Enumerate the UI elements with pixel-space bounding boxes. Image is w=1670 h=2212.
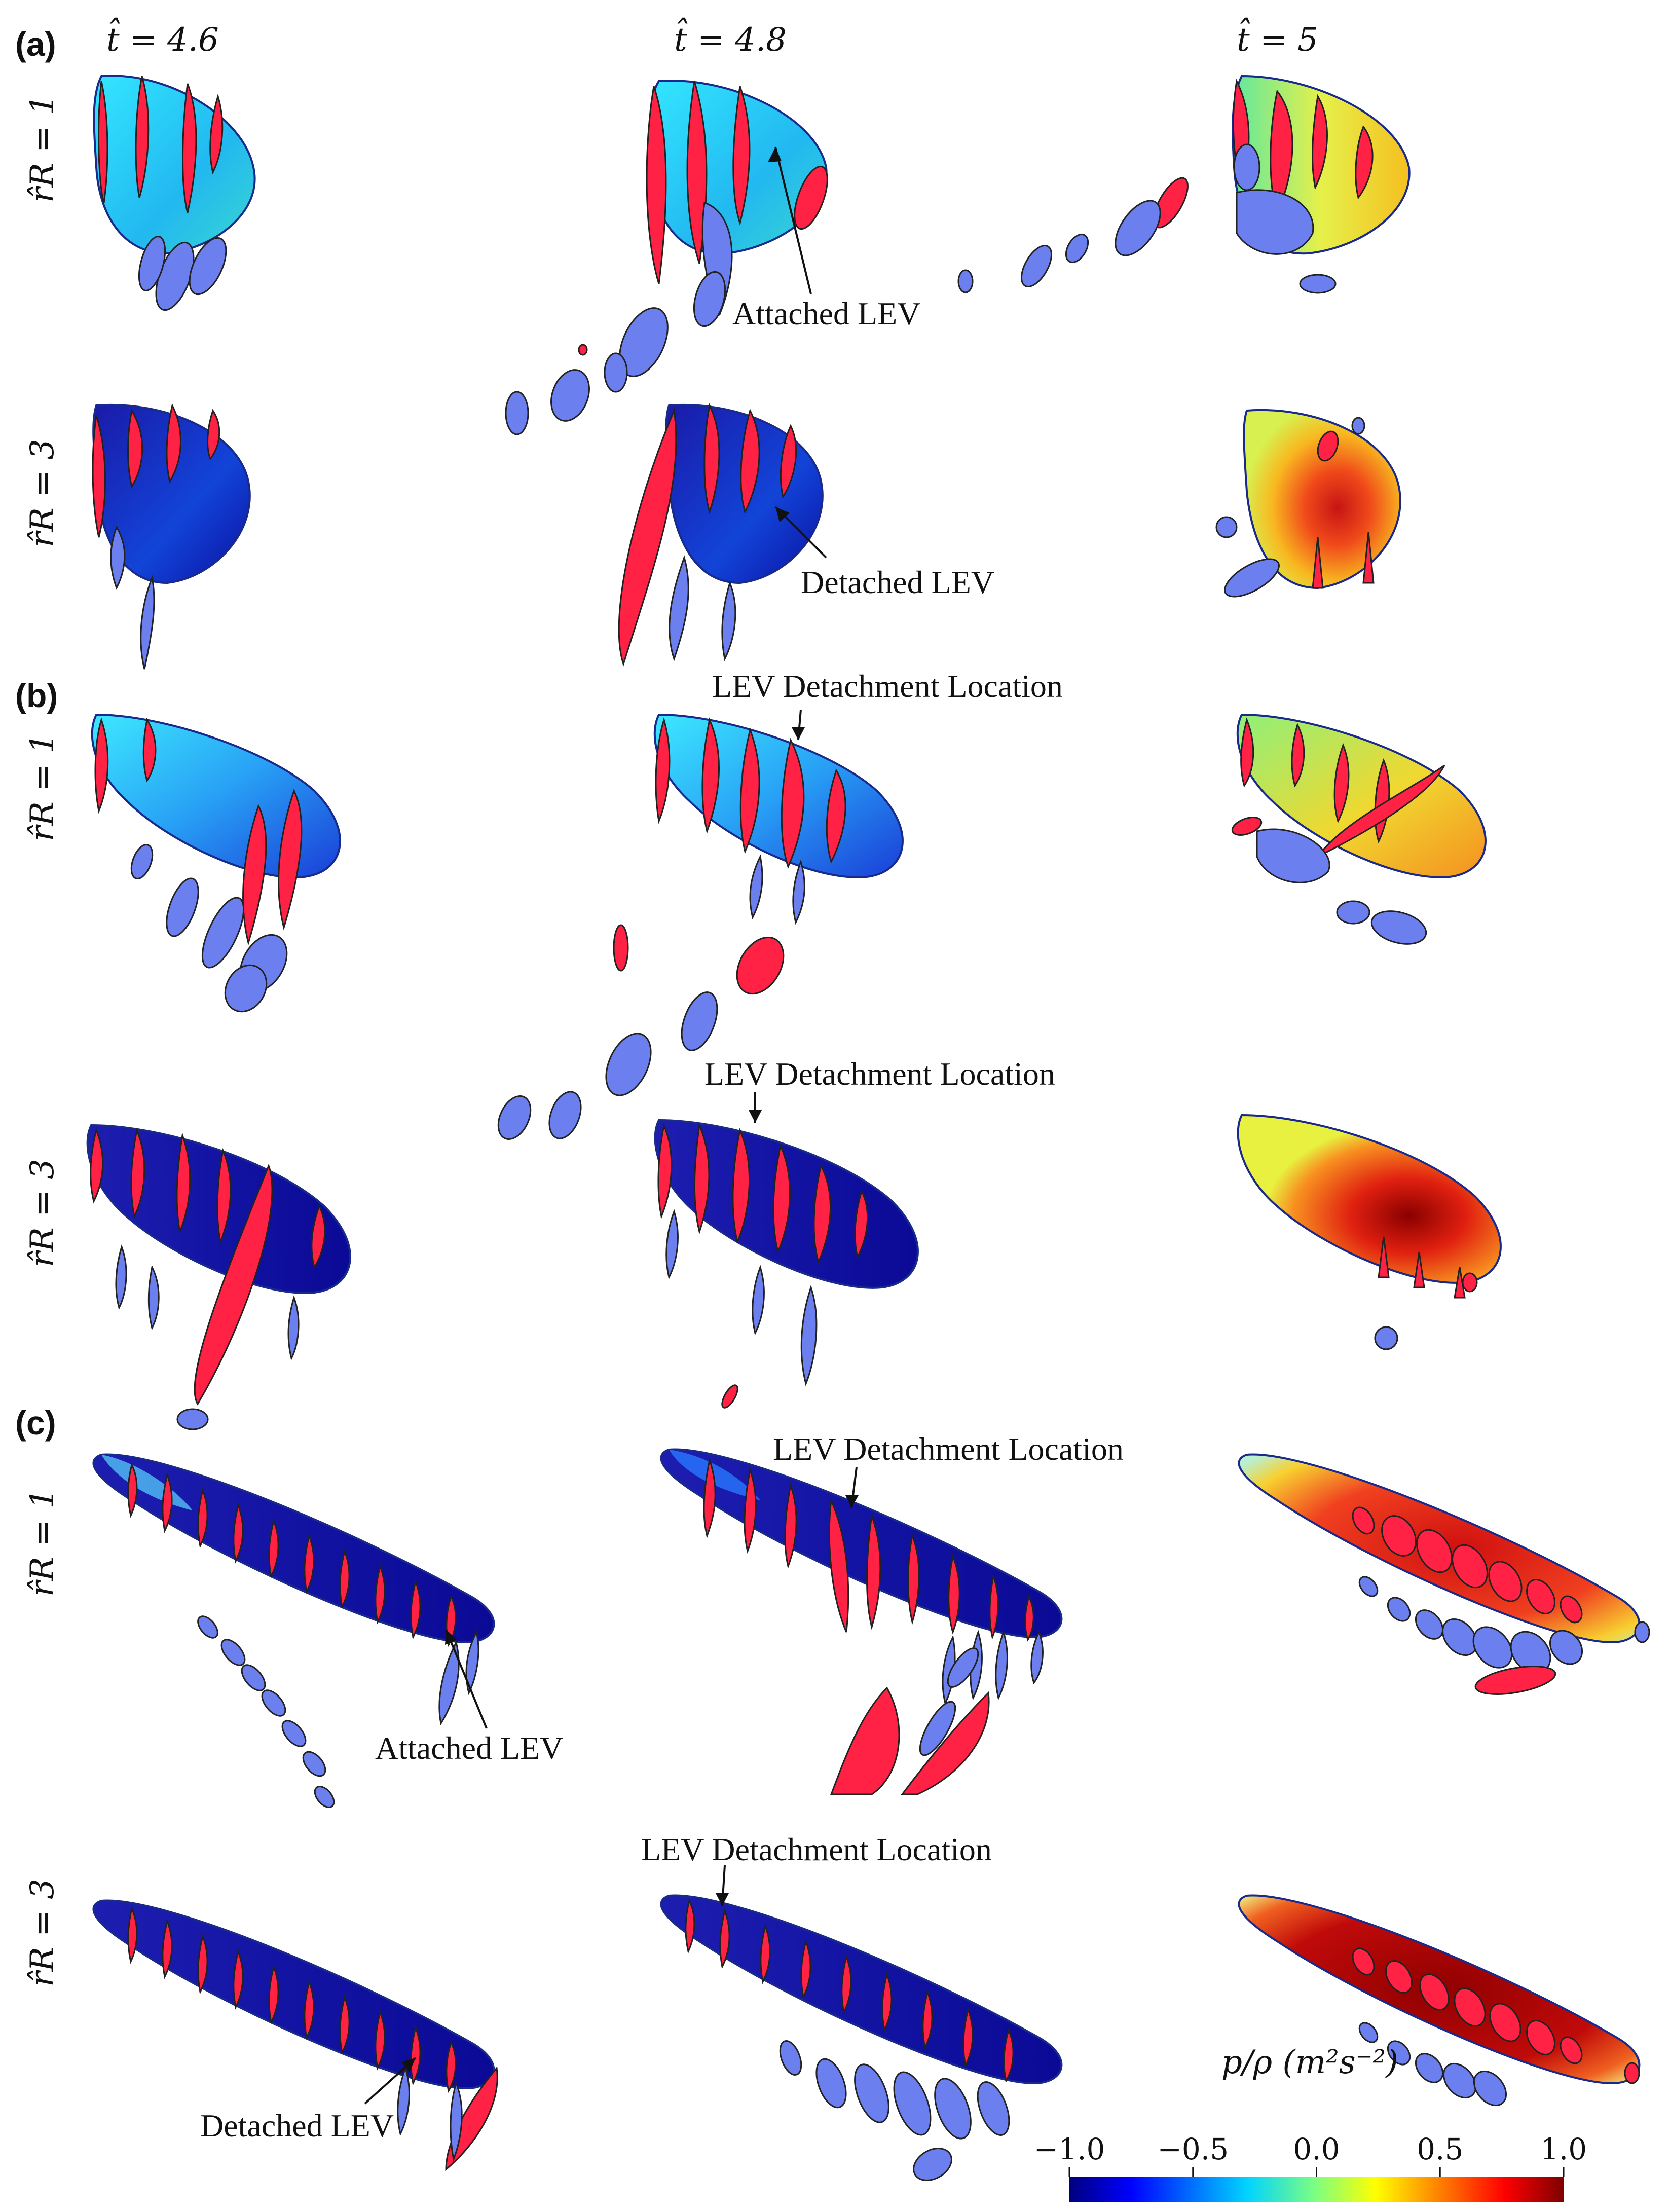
wing-b-r2-t46	[86, 1124, 351, 1430]
colorbar-ticks: −1.0 −0.5 0.0 0.5 1.0	[1034, 2132, 1587, 2177]
wing-c-r2-t46	[92, 1899, 498, 2171]
wing-c-r2-t48	[660, 1894, 1063, 2181]
annotation-lev-detach-b1: LEV Detachment Location	[712, 668, 1063, 704]
wing-c-r1-t46	[92, 1453, 495, 1808]
annotation-lev-detach-c1: LEV Detachment Location	[773, 1431, 1124, 1467]
wing-b-r1-t48	[653, 713, 904, 925]
annotation-detached-lev-a: Detached LEV	[801, 564, 994, 600]
wing-c-r1-t48	[660, 1448, 1063, 1795]
panel-label-a: (a)	[15, 25, 56, 63]
panel-label-c: (c)	[15, 1404, 56, 1442]
arrowhead-lev-detach-c2	[716, 1893, 729, 1906]
wing-a-r1-t5	[1232, 75, 1411, 294]
arrowhead-lev-detach-c1	[845, 1495, 859, 1508]
wing-a-r1-t46	[93, 75, 256, 311]
wing-c-r2-t5	[1238, 1894, 1641, 2107]
row-label-c2: r̂R = 3	[24, 1878, 61, 1987]
annotation-lev-detach-b2: LEV Detachment Location	[704, 1056, 1055, 1092]
vortex-trail-b	[497, 924, 785, 1409]
arrowhead-attached-lev-a	[768, 147, 782, 162]
column-header-t5: t̂ = 5	[1237, 18, 1318, 59]
arrowhead-lev-detach-b1	[792, 727, 805, 740]
colorbar-tick-label: 0.5	[1417, 2132, 1463, 2166]
row-label-b1: r̂R = 1	[24, 733, 61, 841]
arrow-attached-lev-a	[774, 146, 812, 294]
wing-a-r2-t48	[618, 403, 824, 667]
arrowhead-lev-detach-b2	[749, 1110, 762, 1123]
colorbar-tick-label: 1.0	[1540, 2132, 1587, 2166]
colorbar-gradient	[1069, 2177, 1564, 2202]
column-header-t48: t̂ = 4.8	[674, 18, 787, 59]
column-header-t46: t̂ = 4.6	[106, 18, 219, 59]
panel-label-b: (b)	[15, 677, 58, 714]
arrowhead-detached-lev-a	[775, 507, 790, 522]
arrowhead-attached-lev-c1	[445, 1630, 457, 1645]
annotation-attached-lev-c1: Attached LEV	[375, 1730, 563, 1766]
row-label-c1: r̂R = 1	[24, 1488, 61, 1597]
wing-b-r1-t46	[91, 713, 341, 1013]
colorbar-tick-label: −0.5	[1157, 2132, 1229, 2166]
vortex-trail-a	[505, 177, 1189, 435]
wing-a-r2-t5	[1215, 409, 1401, 598]
wing-c-r1-t5	[1238, 1453, 1650, 1695]
colorbar-tick-label: −1.0	[1034, 2132, 1105, 2166]
wing-a-r2-t46	[92, 403, 251, 670]
wing-b-r2-t5	[1237, 1114, 1502, 1350]
colorbar: p/ρ (m²s⁻²) −1.0 −0.5 0.0 0.5 1.0	[1034, 2044, 1587, 2202]
arrowhead-detached-lev-c2	[401, 2058, 416, 2072]
wing-a-r1-t48	[646, 80, 828, 327]
row-label-a1: r̂R = 1	[24, 94, 61, 203]
annotation-detached-lev-c2: Detached LEV	[200, 2108, 394, 2144]
annotation-lev-detach-c2: LEV Detachment Location	[641, 1831, 992, 1867]
row-label-a2: r̂R = 3	[24, 439, 61, 547]
colorbar-tick-label: 0.0	[1293, 2132, 1340, 2166]
wing-b-r1-t5	[1231, 713, 1487, 945]
arrow-attached-lev-c1	[445, 1629, 488, 1729]
colorbar-title: p/ρ (m²s⁻²)	[1221, 2044, 1398, 2081]
row-label-b2: r̂R = 3	[24, 1159, 61, 1267]
wing-b-r2-t48	[654, 1119, 919, 1386]
annotation-attached-lev-a: Attached LEV	[732, 296, 920, 331]
